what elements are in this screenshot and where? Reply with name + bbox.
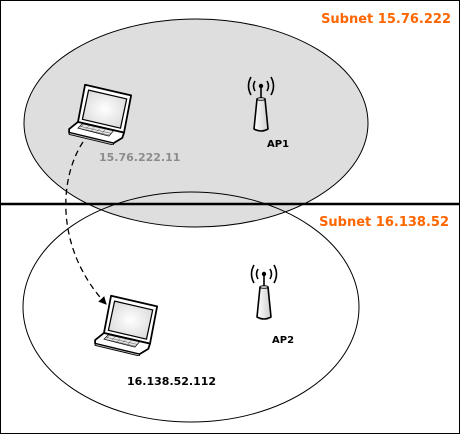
subnet-area-bottom: [22, 191, 360, 423]
ap1-label: AP1: [267, 139, 289, 150]
roaming-arrow: [65, 141, 107, 305]
laptop-ip-top: 15.76.222.11: [99, 151, 180, 164]
subnet-area-top: [23, 18, 369, 228]
ap2-label: AP2: [272, 335, 294, 346]
subnet-label-top: Subnet 15.76.222: [321, 12, 451, 27]
subnet-label-bottom: Subnet 16.138.52: [319, 215, 449, 230]
laptop-ip-bottom: 16.138.52.112: [127, 375, 216, 388]
